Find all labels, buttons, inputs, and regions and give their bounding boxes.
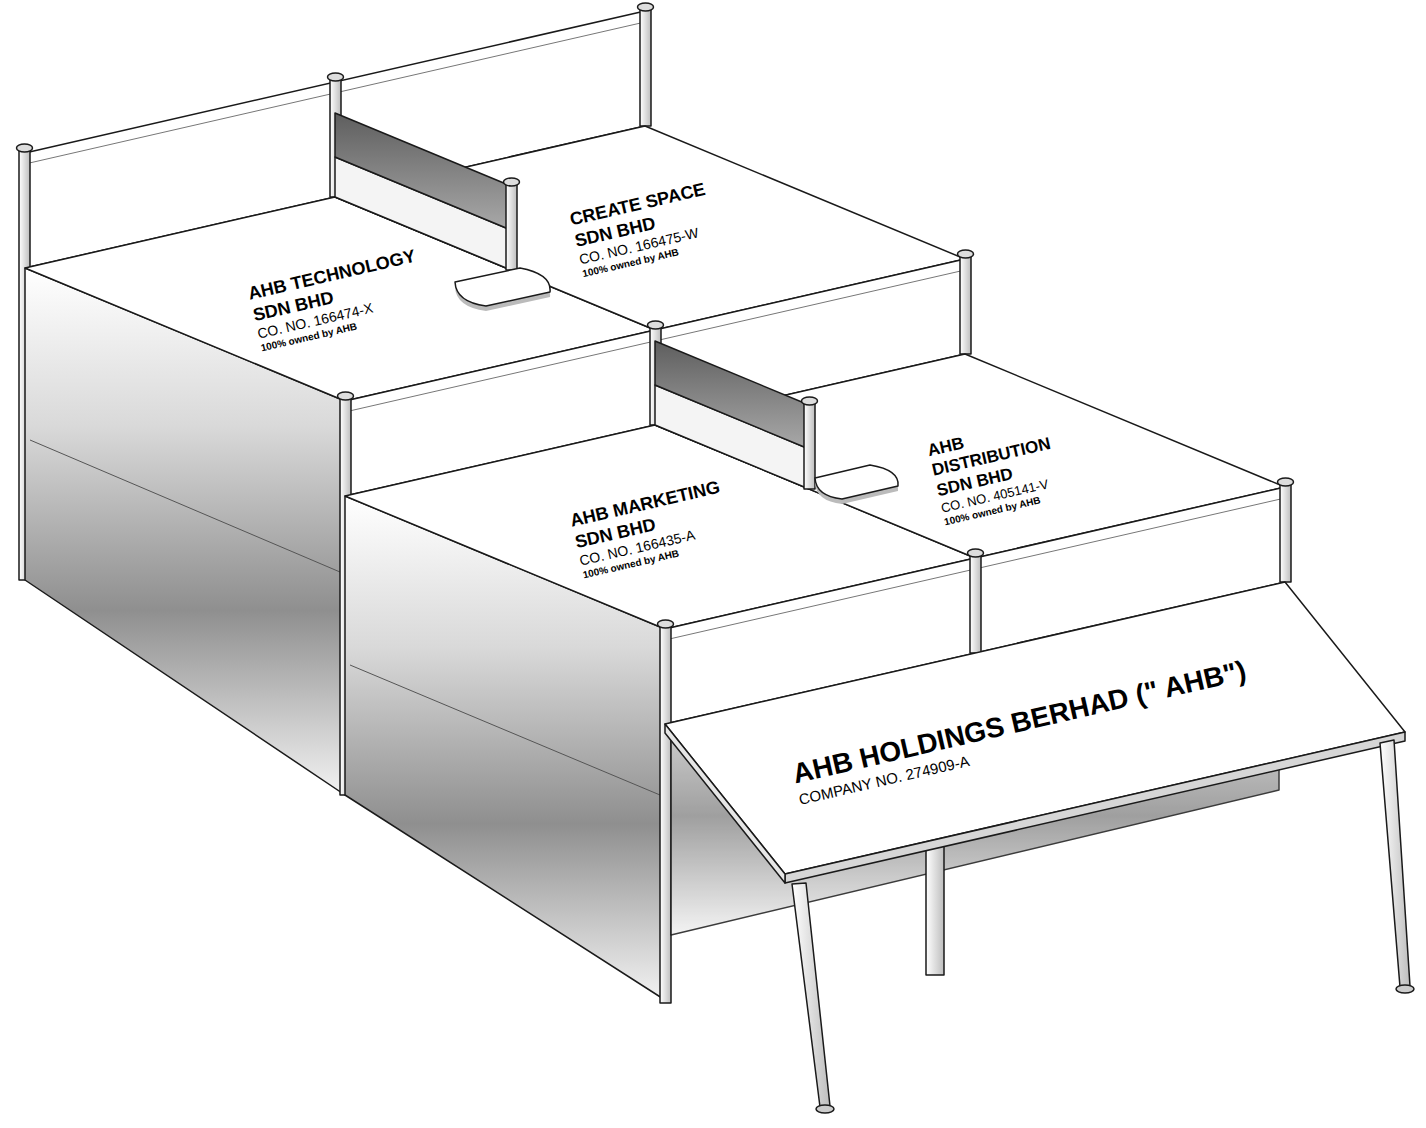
post-cap bbox=[328, 73, 344, 81]
post-cap bbox=[802, 397, 818, 405]
post-cap bbox=[968, 549, 984, 557]
panel-post bbox=[960, 253, 971, 354]
panel-post bbox=[660, 623, 671, 1003]
company-name: AHB HOLDINGS BERHAD (" AHB") bbox=[790, 648, 1277, 791]
return-shelf bbox=[815, 465, 898, 499]
desk-cluster bbox=[17, 3, 1415, 1113]
post-cap bbox=[17, 144, 33, 152]
divider-screen bbox=[335, 113, 511, 230]
panel-post bbox=[640, 6, 651, 126]
post-cap bbox=[958, 250, 974, 258]
panel-post bbox=[1280, 481, 1291, 582]
desk-label: AHB DISTRIBUTION SDN BHDCO. NO. 405141-V… bbox=[921, 408, 1079, 532]
post-cap bbox=[648, 321, 664, 329]
post-cap bbox=[338, 392, 354, 400]
desk-label: CREATE SPACE SDN BHDCO. NO. 166475-W100%… bbox=[563, 172, 736, 284]
desk-label: AHB MARKETING SDN BHDCO. NO. 166435-A100… bbox=[564, 469, 757, 585]
desk-leg bbox=[792, 883, 830, 1107]
leg-foot bbox=[1396, 985, 1414, 993]
panel-post bbox=[970, 552, 981, 653]
divider-screen bbox=[655, 341, 809, 449]
desk-top bbox=[665, 582, 1405, 874]
desk-leg bbox=[1380, 740, 1410, 987]
desk-label: AHB HOLDINGS BERHAD (" AHB")COMPANY NO. … bbox=[785, 644, 1285, 813]
desk-label: AHB TECHNOLOGY SDN BHDCO. NO. 166474-X10… bbox=[242, 242, 435, 358]
desk-edge bbox=[665, 724, 785, 883]
return-shelf bbox=[455, 268, 550, 306]
crossbar bbox=[350, 665, 660, 795]
post-cap bbox=[504, 178, 520, 186]
post-cap bbox=[638, 3, 654, 11]
panel-post bbox=[804, 400, 815, 489]
post-cap bbox=[1278, 478, 1294, 486]
post-cap bbox=[658, 620, 674, 628]
panel-post bbox=[506, 181, 517, 270]
crossbar bbox=[30, 440, 340, 572]
leg-foot bbox=[816, 1105, 834, 1113]
